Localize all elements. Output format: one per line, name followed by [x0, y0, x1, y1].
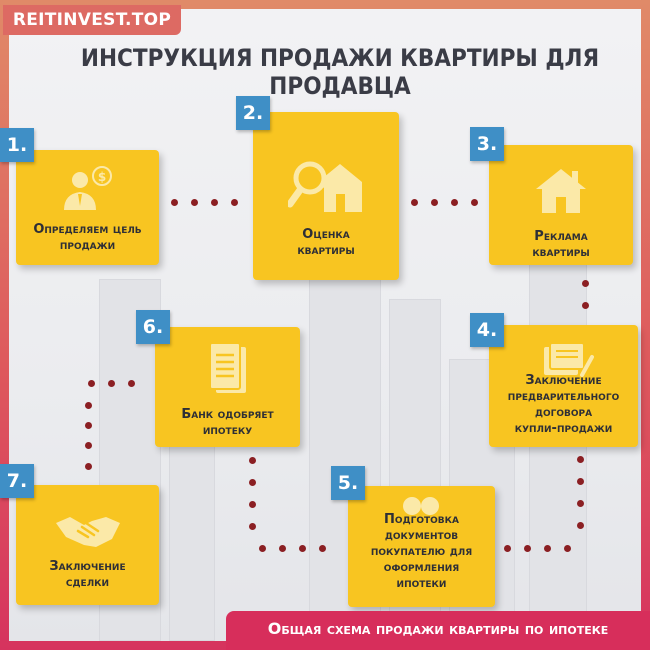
connector-dot [451, 199, 458, 206]
page-title: ИНСТРУКЦИЯ ПРОДАЖИ КВАРТИРЫ ДЛЯ ПРОДАВЦА [60, 44, 620, 100]
connector-dot [85, 442, 92, 449]
step-4-label-line3: договора [534, 405, 593, 420]
connector-dot [411, 199, 418, 206]
title-line-2: ПРОДАВЦА [269, 72, 411, 100]
connector-dot [85, 402, 92, 409]
connector-dot [582, 280, 589, 287]
step-7-label-line2: сделки [65, 575, 110, 590]
document-icon [208, 342, 246, 393]
connector-dot [88, 380, 95, 387]
step-6-label-line2: ипотеку [202, 423, 253, 438]
step-4-number: 4. [470, 313, 504, 347]
connector-dot [319, 545, 326, 552]
step-5-label-line4: оформления [383, 560, 460, 575]
footer-caption: Общая схема продажи квартиры по ипотеке [226, 611, 650, 650]
connector-dot [299, 545, 306, 552]
step-5-label-line1: Подготовка [384, 512, 459, 527]
step-3-label-line1: Реклама [534, 229, 588, 244]
connector-dot [249, 457, 256, 464]
connector-dot [211, 199, 218, 206]
connector-dot [577, 522, 584, 529]
step-3-number: 3. [470, 127, 504, 161]
step-7-label-line1: Заключение [49, 559, 126, 574]
step-5-number: 5. [331, 466, 365, 500]
connector-dot [582, 302, 589, 309]
step-3-label-line2: квартиры [532, 245, 590, 260]
connector-dot [171, 199, 178, 206]
connector-dot [249, 501, 256, 508]
step-1-box: $ Определяем цель продажи [16, 150, 159, 265]
step-4-box: Заключение предварительного договора куп… [489, 325, 638, 447]
house-icon [536, 169, 586, 213]
step-2-label-line2: квартиры [297, 243, 355, 258]
connector-dot [431, 199, 438, 206]
connector-dot [108, 380, 115, 387]
connector-dot [128, 380, 135, 387]
step-1-label-line2: продажи [59, 238, 116, 253]
step-7-number: 7. [0, 464, 34, 498]
step-4-label-line1: Заключение [525, 373, 602, 388]
documents-signing-icon [543, 342, 594, 377]
connector-dot [85, 422, 92, 429]
step-1-number: 1. [0, 128, 34, 162]
connector-dot [524, 545, 531, 552]
connector-dot [249, 479, 256, 486]
connector-dot [564, 545, 571, 552]
step-7-box: Заключение сделки [16, 485, 159, 605]
step-2-number: 2. [236, 96, 270, 130]
step-1-label-line1: Определяем цель [33, 222, 142, 237]
step-5-box: Подготовка документов покупателю для офо… [348, 486, 495, 607]
connector-dot [191, 199, 198, 206]
connector-dot [577, 500, 584, 507]
step-5-label-line3: покупателю для [370, 544, 473, 559]
svg-text:$: $ [97, 170, 105, 184]
connector-dot [577, 478, 584, 485]
step-5-label-line2: документов [384, 528, 459, 543]
connector-dot [471, 199, 478, 206]
house-magnifier-icon [288, 161, 362, 212]
step-3-box: Реклама квартиры [489, 145, 633, 265]
step-4-label-line2: предварительного [507, 389, 620, 404]
connector-dot [85, 463, 92, 470]
step-6-number: 6. [136, 310, 170, 344]
step-6-label-line1: Банк одобряет [181, 407, 274, 422]
businessman-money-icon: $ [63, 166, 112, 210]
documents-icon [402, 497, 439, 515]
handshake-icon [55, 517, 120, 547]
step-4-label-line4: купли-продажи [514, 421, 613, 436]
step-6-box: Банк одобряет ипотеку [155, 327, 300, 447]
connector-dot [231, 199, 238, 206]
background-building [529, 259, 587, 641]
step-5-label-line5: ипотеки [396, 576, 447, 591]
connector-dot [249, 523, 256, 530]
connector-dot [259, 545, 266, 552]
connector-dot [577, 456, 584, 463]
connector-dot [279, 545, 286, 552]
connector-dot [544, 545, 551, 552]
connector-dot [504, 545, 511, 552]
step-2-label-line1: Оценка [302, 227, 350, 242]
title-line-1: ИНСТРУКЦИЯ ПРОДАЖИ КВАРТИРЫ ДЛЯ [80, 44, 600, 72]
site-logo[interactable]: REITINVEST.TOP [3, 5, 181, 35]
step-2-box: Оценка квартиры [253, 112, 399, 280]
